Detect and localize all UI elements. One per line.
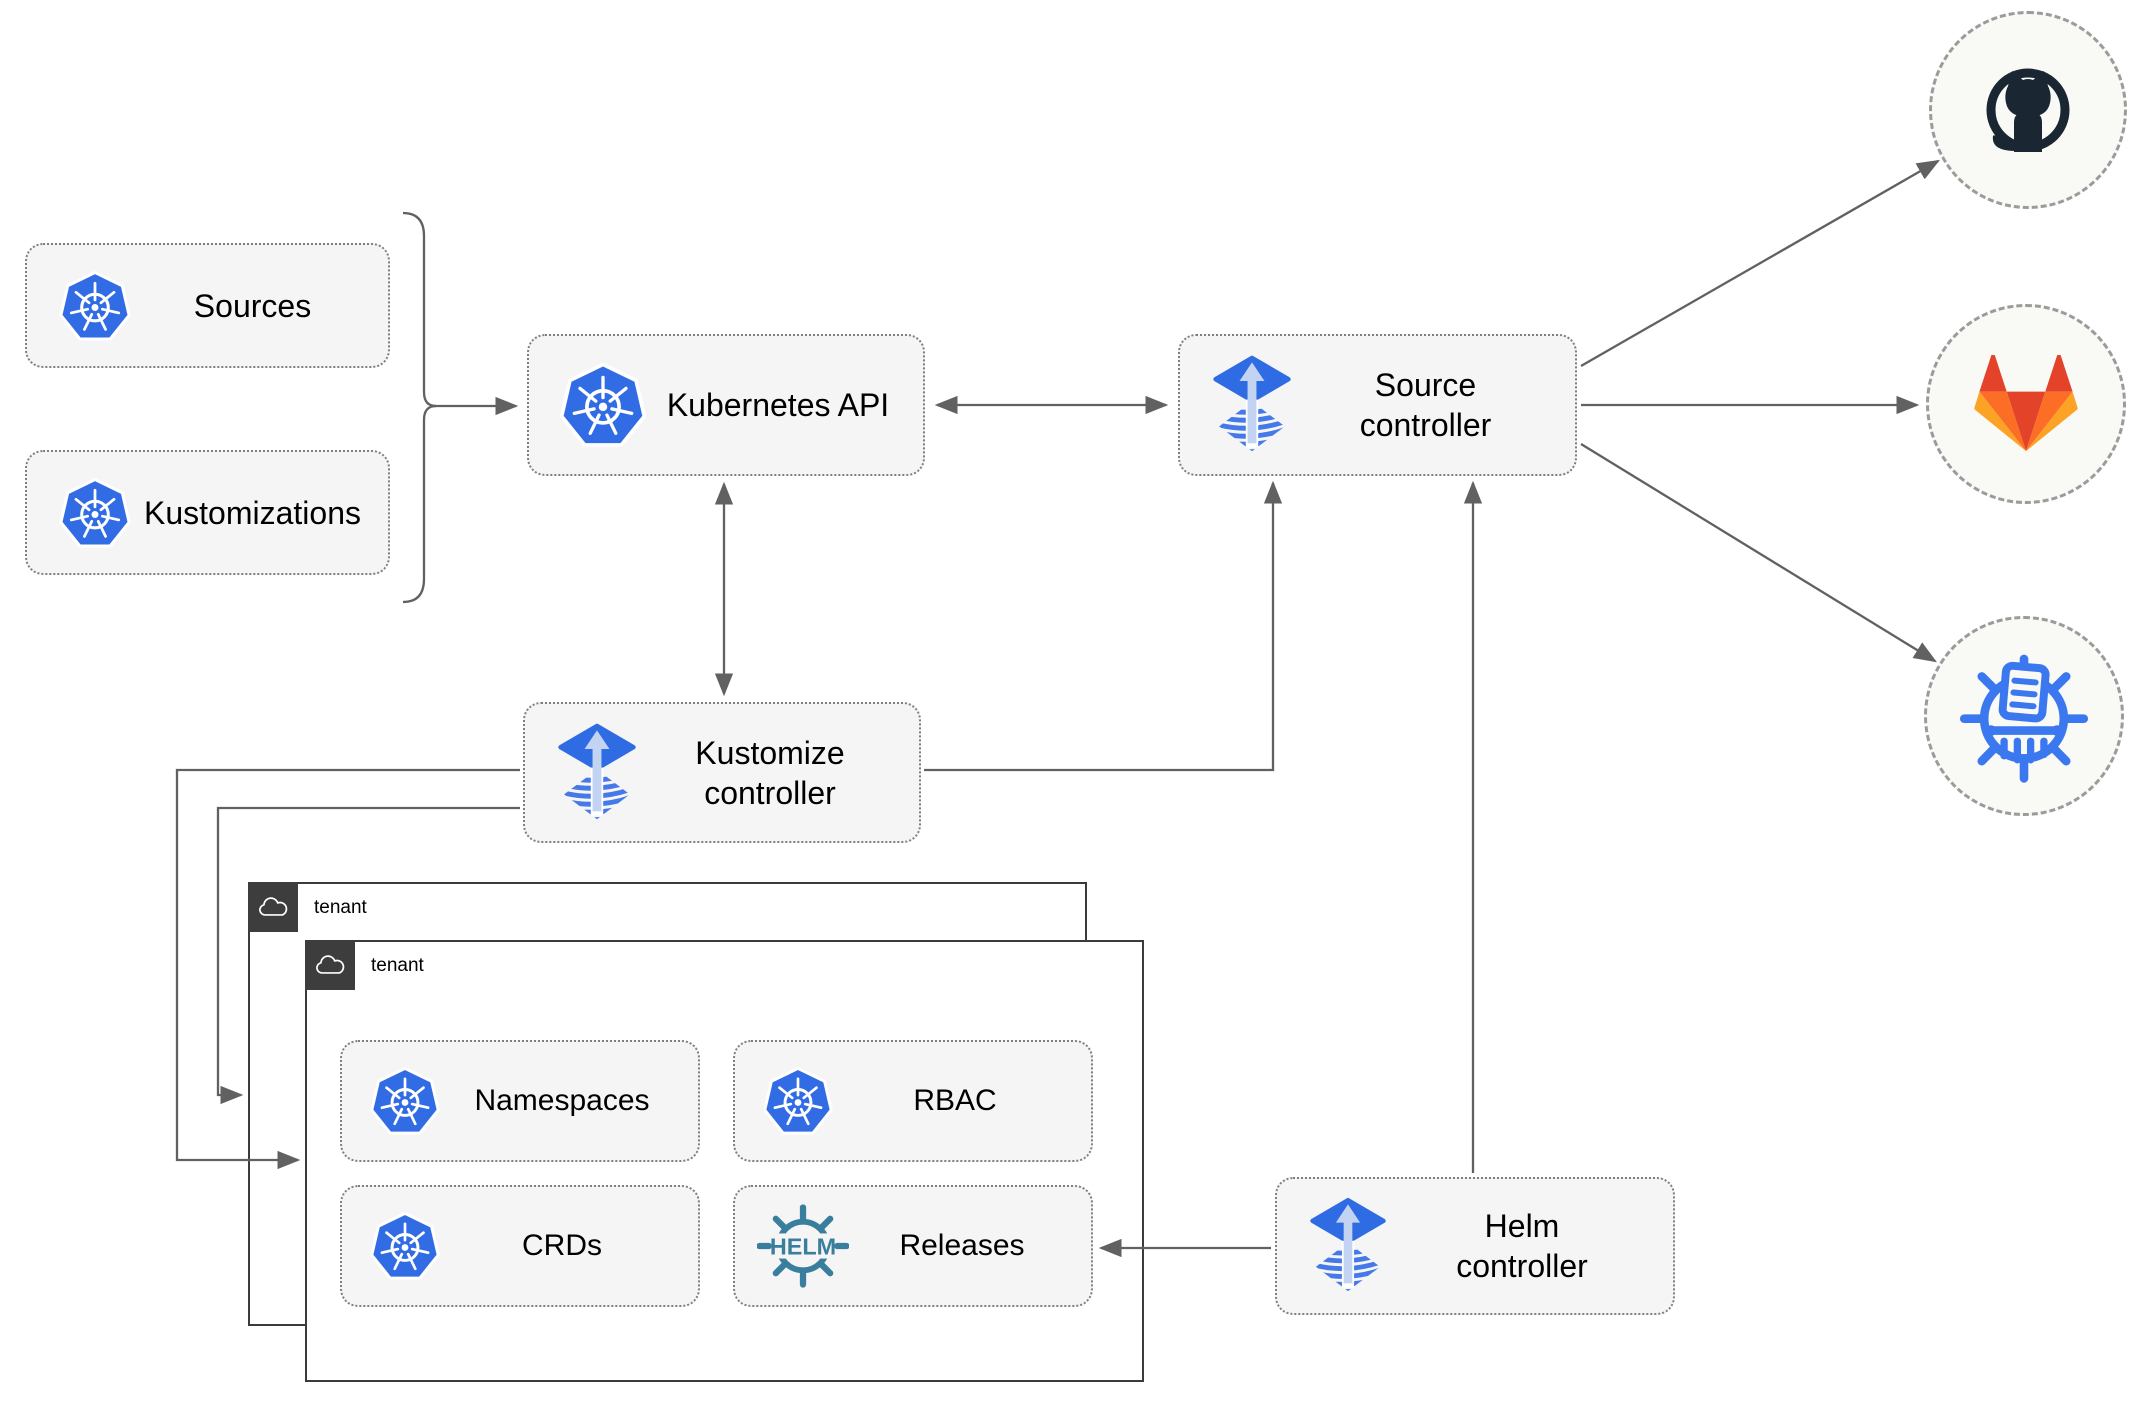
cloud-icon [256, 895, 290, 919]
node-source-controller: Source controller [1178, 334, 1577, 476]
node-label: CRDs [522, 1229, 602, 1262]
endpoint-gitlab [1926, 304, 2126, 504]
edge-kustomize-to-source-controller [924, 480, 1283, 772]
tenant-label: tenant [314, 896, 367, 918]
endpoint-helm-chart-repository [1924, 616, 2124, 816]
flux-icon [557, 718, 637, 828]
chartmuseum-icon [1959, 654, 2089, 783]
node-label: Kustomizations [144, 494, 361, 531]
node-crds: CRDs [340, 1185, 700, 1307]
kubernetes-icon [761, 1064, 835, 1138]
node-label: Source controller [1359, 367, 1492, 443]
kubernetes-icon [57, 268, 133, 344]
cloud-icon [313, 953, 347, 977]
node-kustomizations: Kustomizations [25, 450, 390, 575]
node-label: Releases [899, 1229, 1025, 1262]
node-rbac: RBAC [733, 1040, 1093, 1162]
bracket-sources-group [402, 211, 437, 408]
bracket-sources-group-lower [402, 404, 437, 604]
kubernetes-icon [557, 359, 649, 451]
node-label: RBAC [913, 1084, 997, 1117]
node-label: Namespaces [474, 1084, 650, 1117]
edge-source-controller-to-chartmuseum [1580, 443, 1937, 663]
endpoint-github [1929, 11, 2127, 209]
node-label: Sources [193, 287, 312, 324]
flux-icon [1212, 350, 1292, 460]
tenant-tab [248, 882, 298, 932]
edge-source-controller-to-github [1580, 159, 1940, 367]
node-releases: HELM Releases [733, 1185, 1093, 1307]
node-namespaces: Namespaces [340, 1040, 700, 1162]
node-label: Helm controller [1456, 1208, 1588, 1284]
kubernetes-icon [368, 1064, 442, 1138]
node-helm-controller: Helm controller [1275, 1177, 1675, 1315]
helm-icon-text: HELM [770, 1233, 836, 1259]
tenant-label: tenant [371, 954, 424, 976]
gitlab-icon [1974, 354, 2078, 451]
node-label: Kubernetes API [666, 387, 890, 423]
github-icon [1986, 68, 2070, 152]
tenant-tab [305, 940, 355, 990]
helm-icon: HELM [757, 1204, 849, 1288]
node-sources: Sources [25, 243, 390, 368]
kubernetes-icon [57, 475, 133, 551]
node-label: Kustomize controller [695, 734, 845, 811]
node-kubernetes-api: Kubernetes API [527, 334, 925, 476]
kubernetes-icon [368, 1209, 442, 1283]
node-kustomize-controller: Kustomize controller [523, 702, 921, 843]
flux-icon [1309, 1192, 1387, 1300]
